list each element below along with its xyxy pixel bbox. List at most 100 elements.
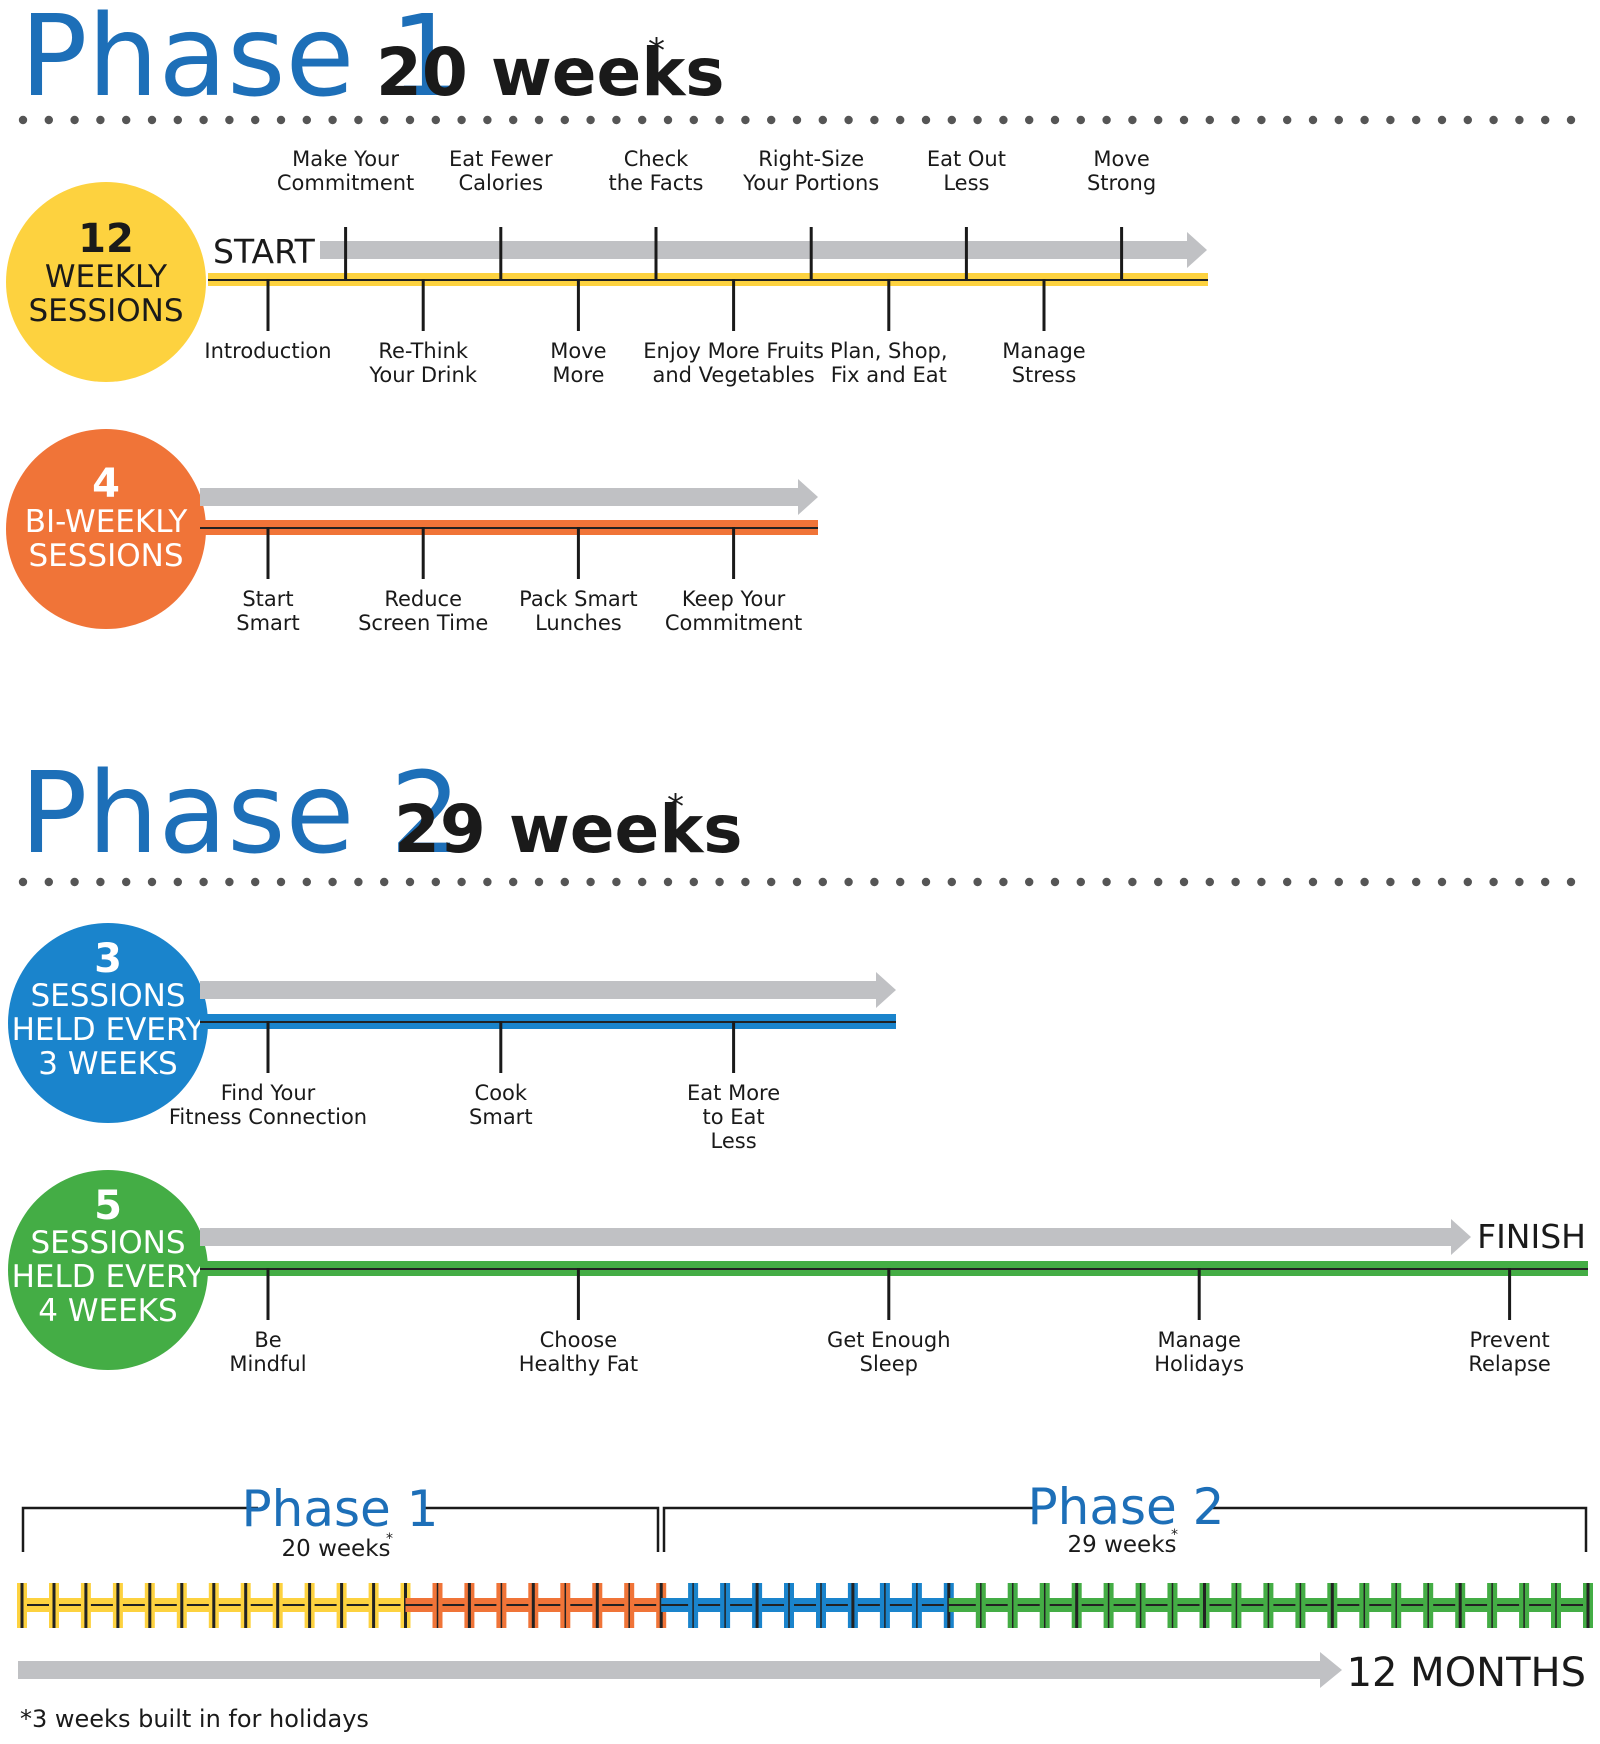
divider-dot xyxy=(870,115,879,125)
session-label-line: Calories xyxy=(459,171,544,195)
session-label-line: Find Your xyxy=(221,1081,316,1105)
divider-dot xyxy=(870,877,879,887)
session-label-line: Enjoy More Fruits xyxy=(643,339,824,363)
divider-dot xyxy=(560,877,569,887)
session-label-line: Relapse xyxy=(1468,1352,1550,1376)
divider-dot xyxy=(1076,115,1086,125)
divider-dot xyxy=(973,115,982,125)
divider-dot xyxy=(1566,115,1576,125)
divider-dot xyxy=(1025,877,1034,887)
divider-dot xyxy=(173,115,182,125)
divider-dot xyxy=(1283,877,1292,887)
biweekly-timeline-line xyxy=(200,527,818,529)
divider-dot xyxy=(638,877,647,887)
divider-dot xyxy=(1283,115,1292,125)
phase2-header: Phase 2 29 weeks * xyxy=(18,749,1576,887)
session-label-line: Plan, Shop, xyxy=(830,339,948,363)
divider-dot xyxy=(689,115,698,125)
phase2-asterisk: * xyxy=(667,787,684,827)
divider-dot xyxy=(122,877,131,887)
divider-dot xyxy=(1489,877,1498,887)
divider-dot xyxy=(612,115,621,125)
session-label-line: Be xyxy=(254,1328,281,1352)
divider-dot xyxy=(1437,877,1447,887)
phase1-asterisk: * xyxy=(648,31,665,71)
divider-dot xyxy=(767,877,776,887)
summary-phase1-asterisk: * xyxy=(386,1531,393,1547)
start-label: START xyxy=(213,232,316,271)
phase1-title: Phase 1 xyxy=(20,0,461,122)
session-label-line: Prevent xyxy=(1469,1328,1549,1352)
biweekly-sessions-track: 4 BI-WEEKLY SESSIONS StartSmartReduceScr… xyxy=(6,429,818,635)
session-label-line: Right-Size xyxy=(758,147,864,171)
session-label-line: the Facts xyxy=(609,171,704,195)
session-label-line: Commitment xyxy=(665,611,802,635)
divider-dot xyxy=(1154,877,1163,887)
every4-progress-arrow-head xyxy=(1451,1219,1471,1255)
session-label-line: Less xyxy=(711,1129,757,1153)
summary-segment-orange xyxy=(405,1583,667,1628)
divider-dot xyxy=(1102,115,1111,125)
divider-dot xyxy=(792,877,802,887)
divider-dot xyxy=(1360,877,1369,887)
divider-dot xyxy=(1128,115,1137,125)
session-label-line: Cook xyxy=(475,1081,528,1105)
every4-progress-arrow-shaft xyxy=(200,1228,1459,1246)
every-4-weeks-track: 5 SESSIONS HELD EVERY 4 WEEKS FINISH BeM… xyxy=(8,1170,1588,1376)
summary-week-bar xyxy=(17,1583,1593,1628)
divider-dot xyxy=(689,877,698,887)
divider-dot xyxy=(1412,877,1421,887)
biweekly-circle-line-1: BI-WEEKLY xyxy=(25,504,188,540)
weekly-progress-arrow-shaft xyxy=(320,241,1196,259)
divider-dot xyxy=(560,115,569,125)
summary-timeline: Phase 1 20 weeks * Phase 2 29 weeks * 12… xyxy=(17,1478,1593,1696)
divider-dot xyxy=(225,115,234,125)
divider-dot xyxy=(1515,115,1524,125)
divider-dot xyxy=(302,877,311,887)
divider-dot xyxy=(999,877,1008,887)
summary-segment-blue xyxy=(661,1583,954,1628)
divider-dot xyxy=(715,115,724,125)
divider-dot xyxy=(1360,115,1369,125)
phase1-weeks: 20 weeks xyxy=(376,34,725,111)
divider-dot xyxy=(1541,115,1550,125)
divider-dot xyxy=(1308,877,1318,887)
session-label-line: Commitment xyxy=(277,171,414,195)
divider-dot xyxy=(199,115,208,125)
divider-dot xyxy=(1050,115,1060,125)
divider-dot xyxy=(483,877,492,887)
divider-dot xyxy=(96,115,105,125)
divider-dot xyxy=(44,115,53,125)
session-label-line: Reduce xyxy=(384,587,462,611)
divider-dot xyxy=(44,877,53,887)
divider-dot xyxy=(380,877,389,887)
session-label-line: Eat Fewer xyxy=(449,147,553,171)
phase2-title: Phase 2 xyxy=(20,749,461,879)
phase1-header: Phase 1 20 weeks * xyxy=(18,0,1576,125)
divider-dot xyxy=(147,115,157,125)
session-label-line: More xyxy=(552,363,604,387)
divider-dot xyxy=(70,877,79,887)
biweekly-progress-arrow-shaft xyxy=(200,488,806,506)
divider-dot xyxy=(1334,115,1344,125)
divider-dot xyxy=(1489,115,1498,125)
divider-dot xyxy=(534,115,544,125)
session-label-line: Keep Your xyxy=(682,587,786,611)
divider-dot xyxy=(1050,877,1060,887)
session-label-line: Your Drink xyxy=(368,363,477,387)
divider-dot xyxy=(921,877,931,887)
divider-dot xyxy=(18,115,28,125)
